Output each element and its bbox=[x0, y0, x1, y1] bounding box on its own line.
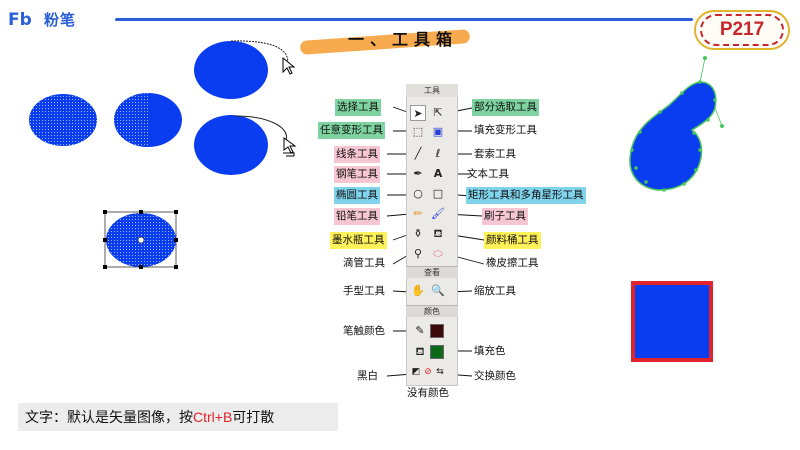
view-section-header: 查看 bbox=[406, 266, 458, 278]
corner-cursor-icon bbox=[283, 137, 297, 154]
cursor-arrow-icon bbox=[282, 56, 296, 75]
pencil-icon[interactable]: ✏ bbox=[413, 207, 423, 220]
fenbi-logo-mark: Fb bbox=[8, 10, 32, 30]
edited-blob-shape bbox=[629, 81, 717, 191]
footer-suffix: 可打散 bbox=[232, 410, 275, 426]
ink-bottle-icon[interactable]: ⚱ bbox=[413, 227, 423, 240]
brush-icon[interactable]: 🖌 bbox=[431, 207, 445, 220]
dotted-ellipse bbox=[29, 94, 97, 146]
lasso-icon[interactable]: ℓ bbox=[435, 147, 441, 160]
label-zoom-tool: 缩放工具 bbox=[474, 285, 516, 297]
label-subselect-tool: 部分选取工具 bbox=[472, 99, 539, 116]
page-badge-border bbox=[700, 14, 784, 46]
label-ink-bottle-tool: 墨水瓶工具 bbox=[330, 232, 387, 249]
fill-color-icon[interactable]: ⛾ bbox=[415, 345, 425, 358]
header-rule bbox=[115, 18, 693, 21]
label-hand-tool: 手型工具 bbox=[343, 285, 385, 297]
toolbox-header: 工具 bbox=[406, 84, 458, 97]
free-transform-icon[interactable]: ⬚ bbox=[412, 125, 424, 138]
label-black-white: 黑白 bbox=[357, 370, 378, 382]
label-dropper-tool: 滴管工具 bbox=[343, 257, 385, 269]
black-white-icon[interactable]: ◩ bbox=[411, 367, 421, 377]
footer-prefix: 文字：默认是矢量图像，按 bbox=[25, 410, 193, 426]
fill-color-swatch[interactable] bbox=[430, 345, 444, 359]
text-icon[interactable]: A bbox=[433, 167, 443, 180]
page-title: 一、工具箱 bbox=[348, 30, 459, 49]
paint-bucket-icon[interactable]: ⛾ bbox=[433, 227, 443, 240]
arrow-icon[interactable]: ➤ bbox=[410, 105, 426, 121]
label-swap-colors: 交换颜色 bbox=[474, 370, 516, 382]
subselect-arrow-icon[interactable]: ⇱ bbox=[433, 106, 443, 119]
label-fill-color: 填充色 bbox=[474, 345, 506, 357]
middle-ellipse bbox=[194, 115, 268, 175]
label-pencil-tool: 铅笔工具 bbox=[334, 208, 380, 225]
oval-icon[interactable]: ○ bbox=[413, 187, 423, 200]
pen-icon[interactable]: ✒ bbox=[413, 167, 423, 180]
label-eraser-tool: 橡皮擦工具 bbox=[486, 257, 539, 269]
label-paint-bucket-tool: 颜料桶工具 bbox=[484, 232, 541, 249]
dropper-icon[interactable]: ⚲ bbox=[413, 247, 423, 260]
stroke-color-icon[interactable]: ✎ bbox=[415, 324, 425, 337]
footer-bar bbox=[18, 403, 338, 431]
label-brush-tool: 刷子工具 bbox=[482, 208, 528, 225]
page-number: P217 bbox=[719, 19, 765, 40]
label-pen-tool: 钢笔工具 bbox=[334, 166, 380, 183]
eraser-icon[interactable]: ⬭ bbox=[433, 247, 443, 260]
label-no-color: 没有颜色 bbox=[407, 387, 449, 399]
fenbi-logo-text: 粉笔 bbox=[44, 11, 77, 29]
label-oval-tool: 椭圆工具 bbox=[334, 187, 380, 204]
label-stroke-color: 笔触颜色 bbox=[343, 325, 385, 337]
no-color-icon[interactable]: ⊘ bbox=[424, 367, 432, 377]
footer-shortcut: Ctrl+B bbox=[193, 409, 233, 425]
swap-colors-icon[interactable]: ⇆ bbox=[436, 367, 444, 377]
line-icon[interactable]: ╱ bbox=[414, 147, 422, 160]
fill-transform-icon[interactable]: ▣ bbox=[432, 125, 444, 138]
zoom-icon[interactable]: 🔍 bbox=[431, 284, 445, 297]
red-border-rectangle bbox=[631, 281, 713, 362]
stroke-color-swatch[interactable] bbox=[430, 324, 444, 338]
label-rect-star-tool: 矩形工具和多角星形工具 bbox=[466, 187, 586, 204]
label-fill-transform-tool: 填充变形工具 bbox=[474, 124, 537, 136]
label-text-tool: 文本工具 bbox=[467, 168, 509, 180]
label-free-transform-tool: 任意变形工具 bbox=[318, 122, 385, 139]
label-select-tool: 选择工具 bbox=[335, 99, 381, 116]
label-line-tool: 线条工具 bbox=[334, 146, 380, 163]
label-lasso-tool: 套索工具 bbox=[474, 148, 516, 160]
footer-note: 文字：默认是矢量图像，按Ctrl+B可打散 bbox=[25, 403, 274, 431]
color-section-header: 颜色 bbox=[406, 305, 458, 317]
rectangle-icon[interactable]: □ bbox=[432, 187, 444, 200]
hand-icon[interactable]: ✋ bbox=[411, 284, 425, 297]
top-ellipse bbox=[194, 41, 268, 99]
